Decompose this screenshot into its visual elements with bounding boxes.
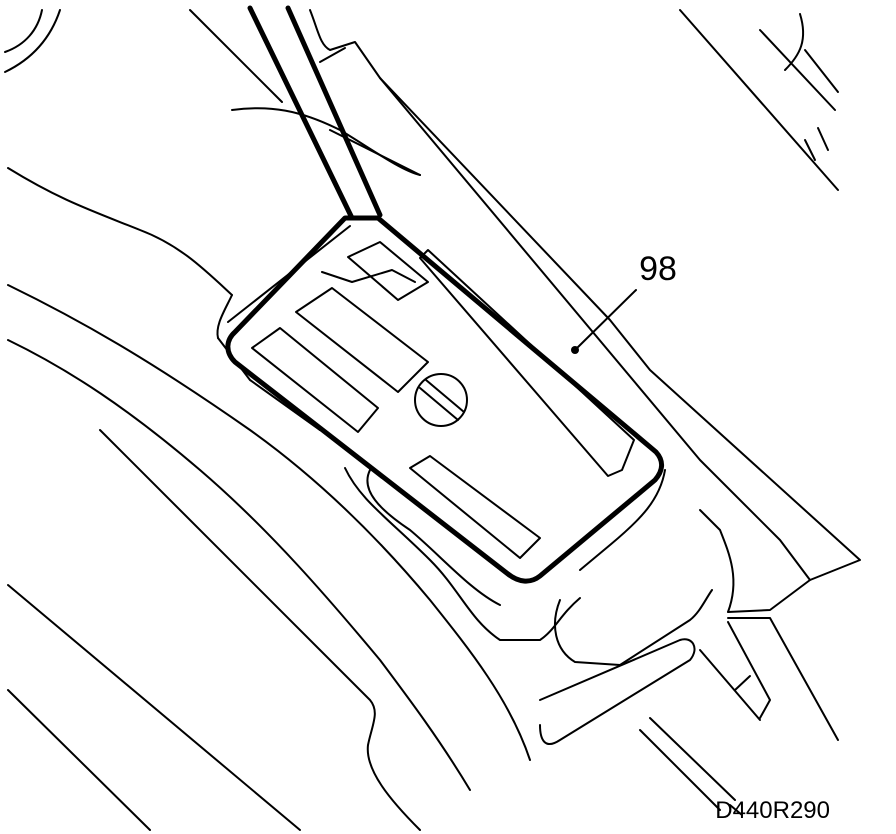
left-floor-contours — [7, 167, 531, 831]
connector-plate — [216, 215, 664, 584]
upper-right-bracket — [679, 9, 839, 191]
callout-label: 98 — [639, 250, 677, 288]
upper-left-contour-arcs — [4, 9, 61, 73]
screw-head — [414, 373, 468, 427]
pad-top — [347, 241, 429, 301]
pad-right-long — [419, 249, 635, 477]
lower-right-bracket — [639, 617, 839, 816]
figure-code: D440R290 — [715, 797, 830, 824]
wiring-cable — [247, 5, 383, 221]
callout-dot — [571, 346, 579, 354]
pad-bottom — [409, 455, 541, 559]
plate-housing — [344, 467, 735, 745]
pad-left-upper — [295, 287, 429, 393]
callout-98: 98 — [571, 250, 677, 354]
plate-contact-pads — [251, 241, 635, 559]
pad-left-lower — [251, 327, 379, 433]
